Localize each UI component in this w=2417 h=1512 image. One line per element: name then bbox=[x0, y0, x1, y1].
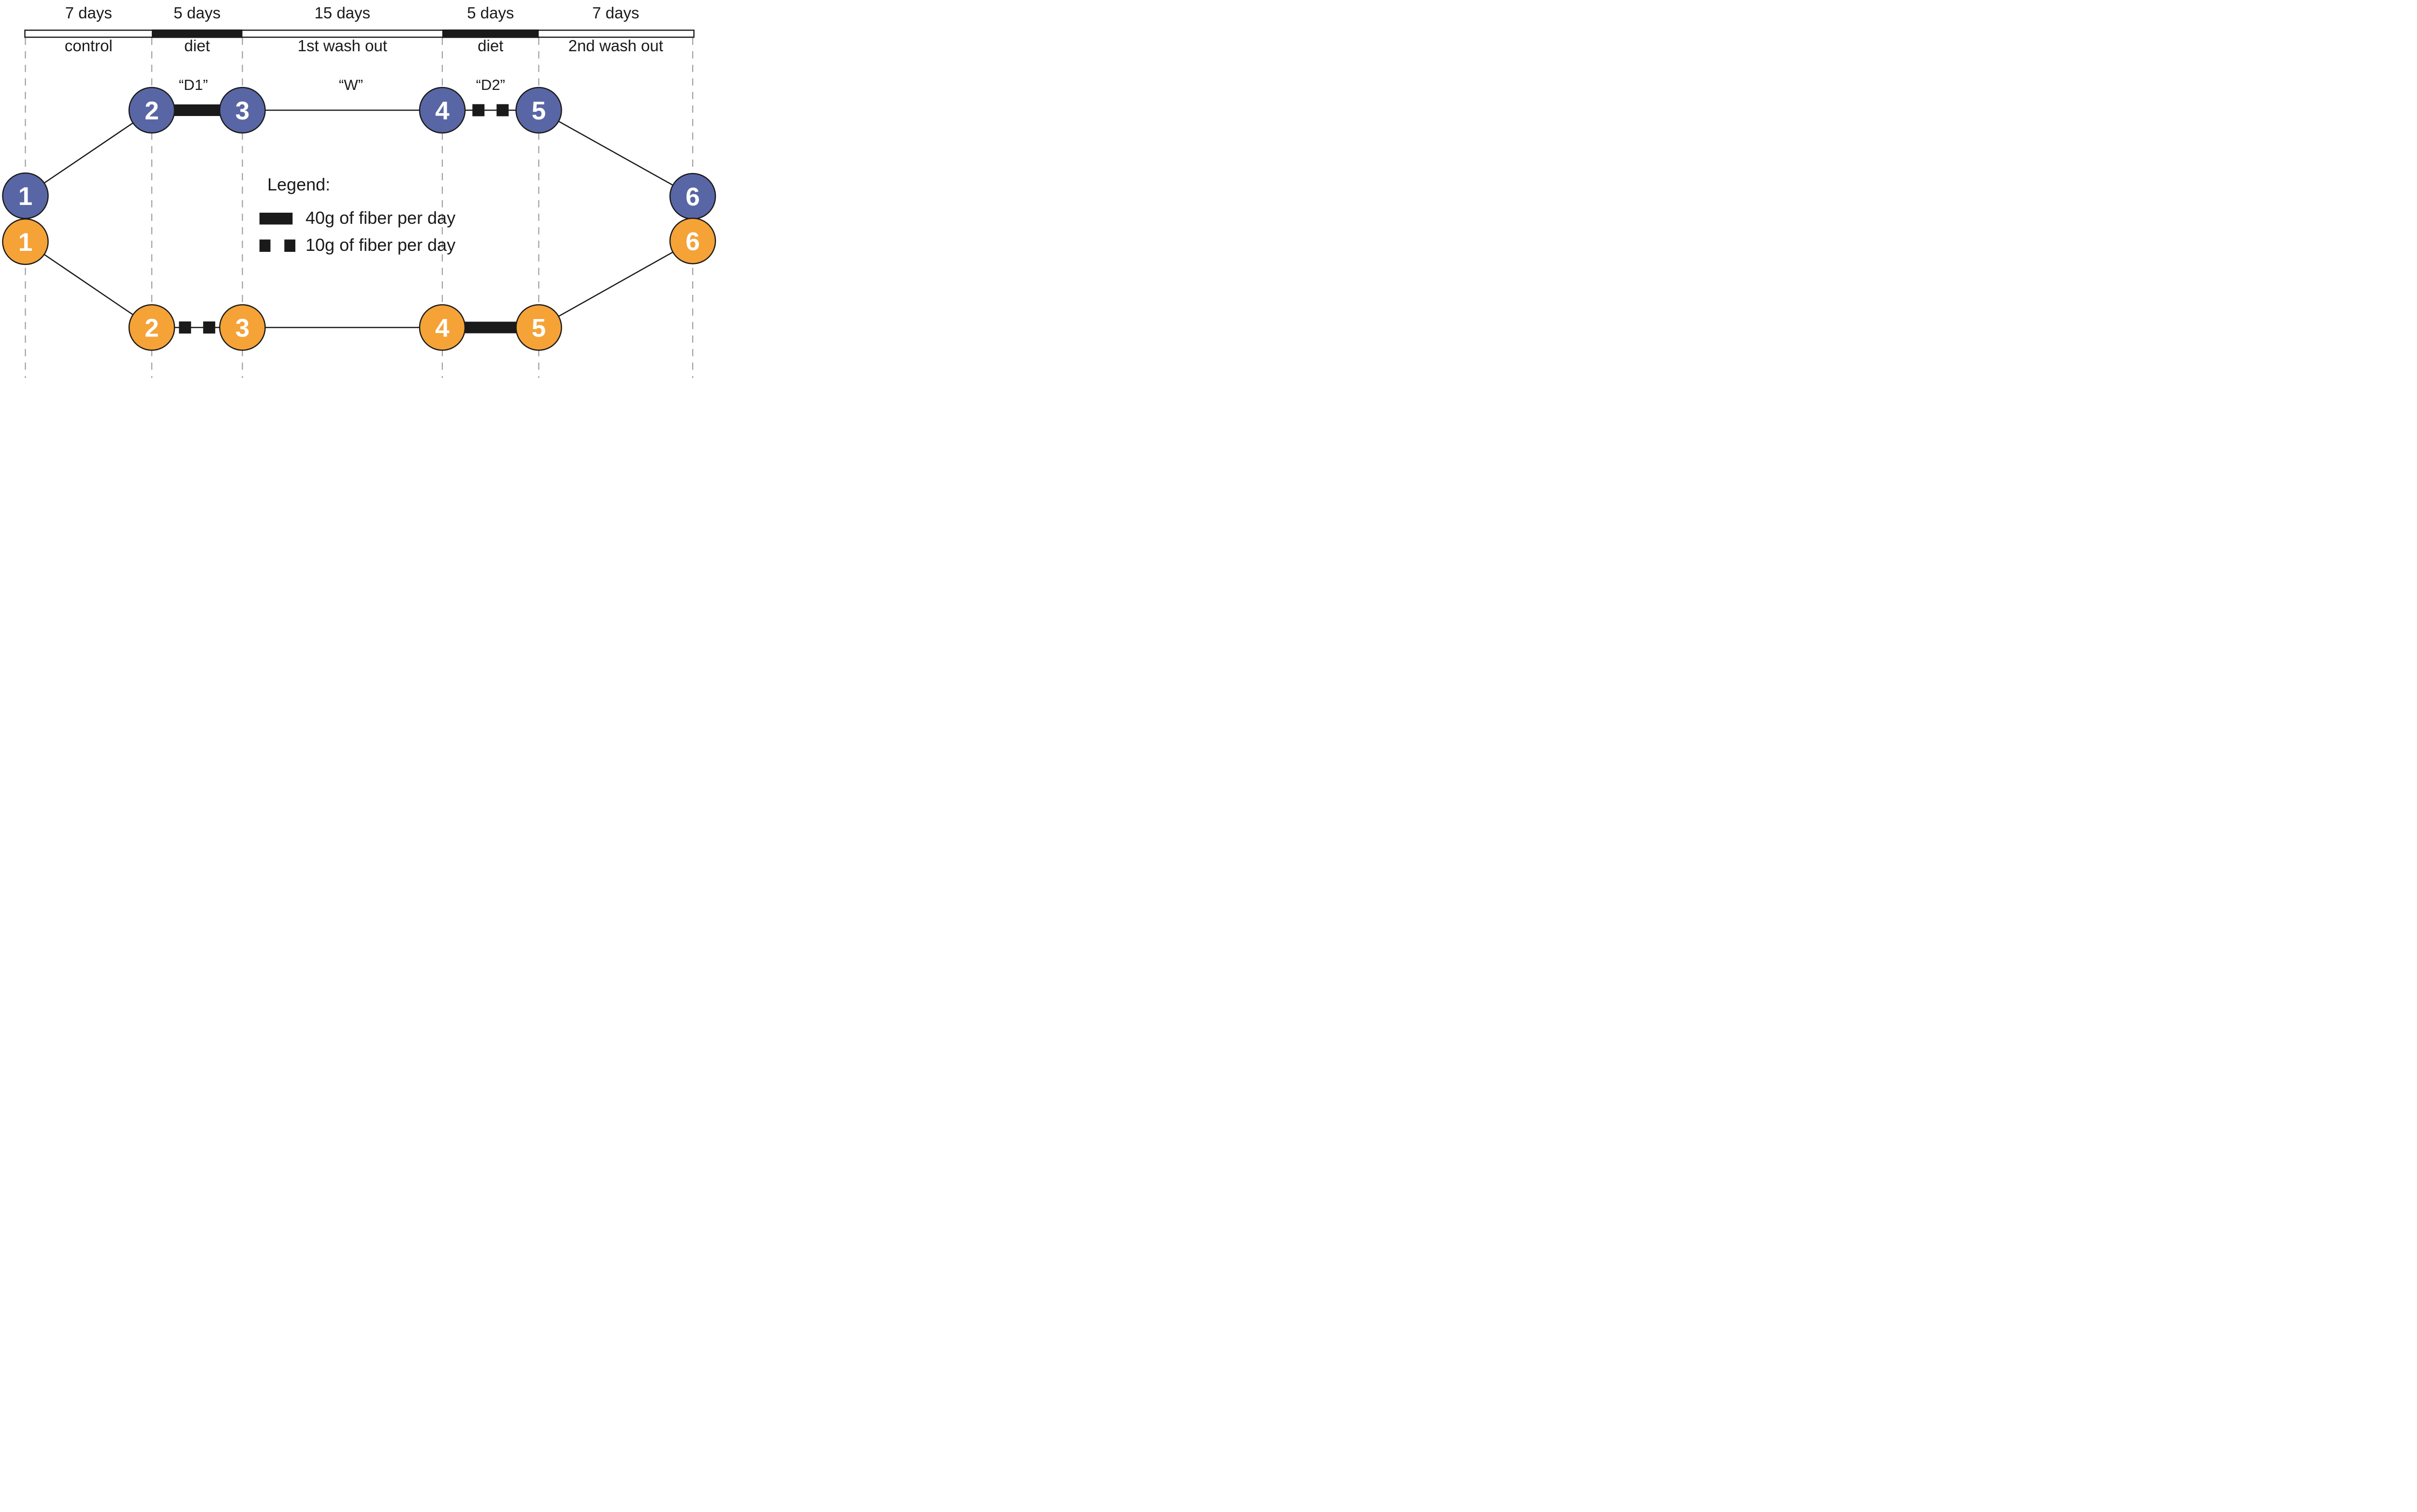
phase-labels: control diet 1st wash out diet 2nd wash … bbox=[65, 37, 663, 55]
orange-node-2-number: 2 bbox=[145, 314, 159, 343]
legend-title: Legend: bbox=[267, 174, 330, 194]
legend-swatch-10g-square-b-icon bbox=[284, 239, 295, 252]
blue-10g-square-a bbox=[472, 104, 485, 116]
blue-connector-1-2 bbox=[25, 109, 152, 197]
duration-label-diet2: 5 days bbox=[467, 4, 514, 22]
interval-label-d2: “D2” bbox=[476, 76, 505, 93]
orange-node-1 bbox=[2, 218, 49, 265]
blue-10g-square-b bbox=[496, 104, 509, 116]
study-design-svg: 7 days 5 days 15 days 5 days 7 days cont… bbox=[2, 4, 716, 378]
timeline-diet2-segment bbox=[442, 29, 539, 38]
phase-label-diet1: diet bbox=[184, 37, 210, 55]
orange-node-2 bbox=[128, 304, 175, 351]
duration-label-washout2: 7 days bbox=[592, 4, 639, 22]
orange-node-3-number: 3 bbox=[235, 314, 249, 343]
interval-label-d1: “D1” bbox=[179, 76, 208, 93]
blue-node-4-number: 4 bbox=[435, 97, 450, 125]
phase-label-washout1: 1st wash out bbox=[298, 37, 387, 55]
orange-arm-node-numbers: 1 2 3 4 5 6 bbox=[18, 228, 700, 343]
orange-10g-square-a bbox=[179, 321, 191, 334]
orange-node-1-number: 1 bbox=[18, 228, 32, 257]
duration-labels: 7 days 5 days 15 days 5 days 7 days bbox=[65, 4, 640, 22]
legend-swatch-10g-square-a-icon bbox=[259, 239, 271, 252]
blue-node-3-number: 3 bbox=[235, 97, 249, 125]
phase-label-washout2: 2nd wash out bbox=[568, 37, 663, 55]
orange-node-4 bbox=[419, 304, 466, 351]
blue-node-5 bbox=[515, 87, 562, 134]
blue-connector-5-6 bbox=[538, 109, 693, 197]
connectors bbox=[25, 109, 693, 328]
orange-node-5 bbox=[515, 304, 562, 351]
blue-arm-nodes bbox=[2, 87, 716, 220]
legend-label-10g: 10g of fiber per day bbox=[306, 235, 455, 255]
duration-label-control: 7 days bbox=[65, 4, 112, 22]
duration-label-diet1: 5 days bbox=[174, 4, 220, 22]
blue-node-4 bbox=[419, 87, 466, 134]
orange-node-6-number: 6 bbox=[685, 228, 699, 256]
orange-connector-1-2 bbox=[25, 241, 152, 328]
orange-node-5-number: 5 bbox=[532, 314, 546, 343]
blue-node-2 bbox=[128, 87, 175, 134]
orange-node-3 bbox=[219, 304, 266, 351]
blue-node-2-number: 2 bbox=[145, 97, 159, 125]
interval-label-w: “W” bbox=[339, 76, 363, 93]
blue-node-1-number: 1 bbox=[18, 182, 32, 211]
legend-item-40g: 40g of fiber per day bbox=[259, 208, 455, 228]
legend: Legend: 40g of fiber per day 10g of fibe… bbox=[259, 174, 455, 255]
fiber-10g-segments bbox=[179, 104, 509, 334]
orange-arm-nodes bbox=[2, 218, 716, 351]
timeline-bar bbox=[24, 29, 695, 38]
interval-labels: “D1” “W” “D2” bbox=[179, 76, 505, 93]
study-design-diagram: 7 days 5 days 15 days 5 days 7 days cont… bbox=[0, 0, 720, 378]
blue-node-3 bbox=[219, 87, 266, 134]
duration-label-washout1: 15 days bbox=[314, 4, 370, 22]
blue-arm-node-numbers: 1 2 3 4 5 6 bbox=[18, 97, 700, 211]
orange-node-4-number: 4 bbox=[435, 314, 450, 343]
blue-node-5-number: 5 bbox=[532, 97, 546, 125]
legend-swatch-40g-icon bbox=[259, 213, 293, 225]
phase-label-control: control bbox=[65, 37, 113, 55]
timeline-diet1-segment bbox=[152, 29, 243, 38]
legend-label-40g: 40g of fiber per day bbox=[306, 208, 455, 228]
timeline-bar-frame bbox=[24, 29, 695, 38]
orange-10g-square-b bbox=[203, 321, 216, 334]
blue-node-6-number: 6 bbox=[685, 183, 699, 211]
legend-item-10g: 10g of fiber per day bbox=[259, 235, 455, 255]
orange-connector-5-6 bbox=[538, 240, 693, 328]
phase-label-diet2: diet bbox=[478, 37, 503, 55]
orange-node-6 bbox=[669, 218, 716, 264]
